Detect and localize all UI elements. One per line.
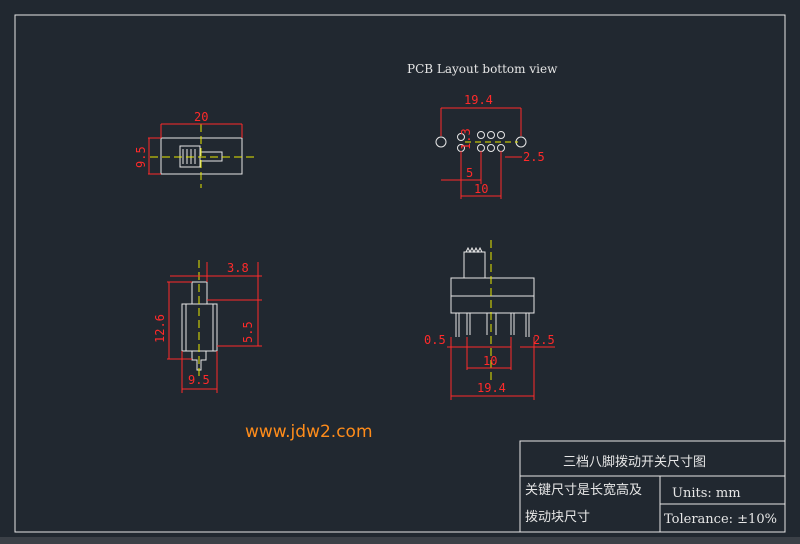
dim-front-mid: 10 (483, 354, 497, 368)
drawing-border (14, 14, 786, 533)
dim-front-total: 19.4 (477, 381, 506, 395)
dim-pcb-pitch-large: 10 (474, 182, 488, 196)
title-block: 三档八脚拨动开关尺寸图 关键尺寸是长宽高及 拨动块尺寸 Units: mm To… (519, 440, 786, 533)
pcb-view-title: PCB Layout bottom view (407, 62, 558, 76)
dim-pcb-hole: 1.3 (459, 128, 473, 150)
dim-side-width: 9.5 (188, 373, 210, 387)
title-block-units: Units: mm (672, 486, 741, 501)
top-view: 20 9.5 (134, 110, 254, 188)
dim-front-right: 2.5 (533, 333, 555, 347)
title-block-title: 三档八脚拨动开关尺寸图 (563, 454, 706, 470)
dim-side-pin: 5.5 (241, 321, 255, 343)
dim-side-knob: 3.8 (227, 261, 249, 275)
website-link[interactable]: www.jdw2.com (245, 422, 373, 442)
dim-top-width: 20 (194, 110, 208, 124)
dim-pcb-right: 2.5 (523, 150, 545, 164)
dim-pcb-total: 19.4 (464, 93, 493, 107)
bottom-status-strip (0, 537, 800, 544)
pcb-layout-view: 19.4 1.3 2.5 5 10 (435, 93, 545, 199)
title-block-note-line1: 关键尺寸是长宽高及 (525, 482, 642, 498)
front-view: 0.5 2.5 10 19.4 (424, 240, 555, 400)
dim-side-height: 12.6 (153, 314, 167, 343)
title-block-tolerance: Tolerance: ±10% (664, 512, 777, 527)
side-view: 3.8 12.6 5.5 9.5 (153, 260, 262, 393)
dim-front-left: 0.5 (424, 333, 446, 347)
dim-pcb-pitch-small: 5 (466, 166, 473, 180)
title-block-note-line2: 拨动块尺寸 (525, 510, 590, 525)
dim-top-height: 9.5 (134, 146, 148, 168)
